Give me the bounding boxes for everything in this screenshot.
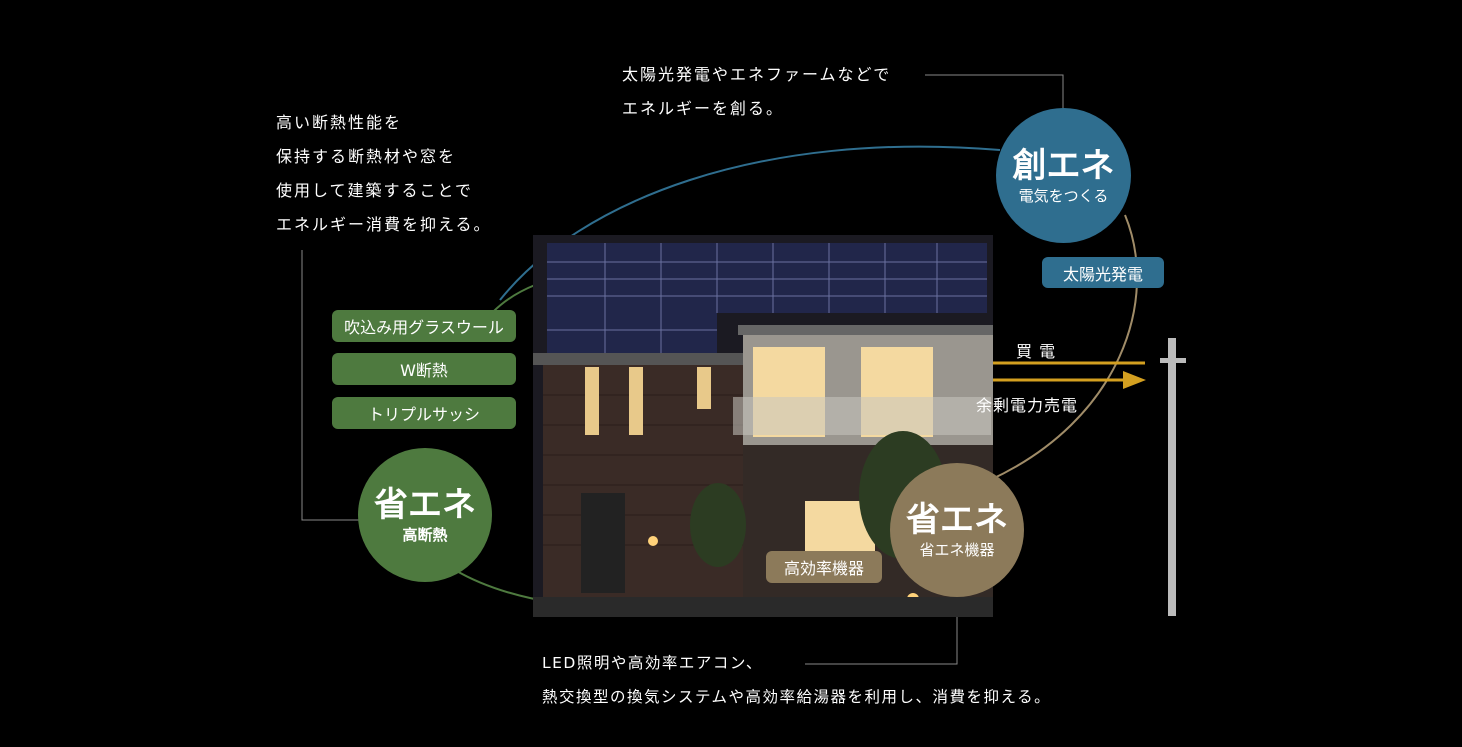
note-insulation-line-1: 高い断熱性能を [276,113,403,132]
note-equipment-line-2: 熱交換型の換気システムや高効率給湯器を利用し、消費を抑える。 [542,688,1052,706]
circle-insulation-subtitle: 高断熱 [402,526,448,544]
circle-equipment-subtitle: 省エネ機器 [919,541,995,559]
cycle-arc-tan [989,214,1138,481]
label-sell-power: 余剰電力売電 [976,396,1079,415]
circle-save-insulation: 省エネ 高断熱 [358,448,492,582]
note-insulation-line-4: エネルギー消費を抑える。 [276,215,492,234]
connector-insulation [301,250,360,521]
note-equipment: LED照明や高効率エアコン、 熱交換型の換気システムや高効率給湯器を利用し、消費… [542,646,1051,714]
tag-glass-wool: 吹込み用グラスウール [332,310,516,342]
note-create-line-1: 太陽光発電やエネファームなどで [622,65,892,84]
tag-double-insulation: W断熱 [332,353,516,385]
connector-create [925,74,1064,108]
tag-triple-sash: トリプルサッシ [332,397,516,429]
label-buy-power: 買 電 [1016,342,1057,361]
note-insulation: 高い断熱性能を 保持する断熱材や窓を 使用して建築することで エネルギー消費を抑… [276,106,492,242]
circle-insulation-title: 省エネ [374,485,476,525]
note-create: 太陽光発電やエネファームなどで エネルギーを創る。 [622,58,891,126]
tag-high-efficiency-equipment: 高効率機器 [766,551,882,583]
note-equipment-line-1: LED照明や高効率エアコン、 [542,654,763,672]
tag-solar-power: 太陽光発電 [1042,257,1164,288]
note-create-line-2: エネルギーを創る。 [622,99,785,118]
note-insulation-line-3: 使用して建築することで [276,181,474,200]
circle-save-equipment: 省エネ 省エネ機器 [890,463,1024,597]
circle-equipment-title: 省エネ [906,500,1008,540]
circle-create-subtitle: 電気をつくる [1018,186,1109,205]
connector-equipment [805,598,958,665]
circle-create-energy: 創エネ 電気をつくる [996,108,1131,243]
utility-pole [1168,338,1176,616]
utility-pole-crossbar [1160,358,1186,363]
circle-create-title: 創エネ [1012,145,1115,186]
sell-arrow-head [1123,371,1146,389]
house-illustration [533,235,993,617]
note-insulation-line-2: 保持する断熱材や窓を [276,147,457,166]
